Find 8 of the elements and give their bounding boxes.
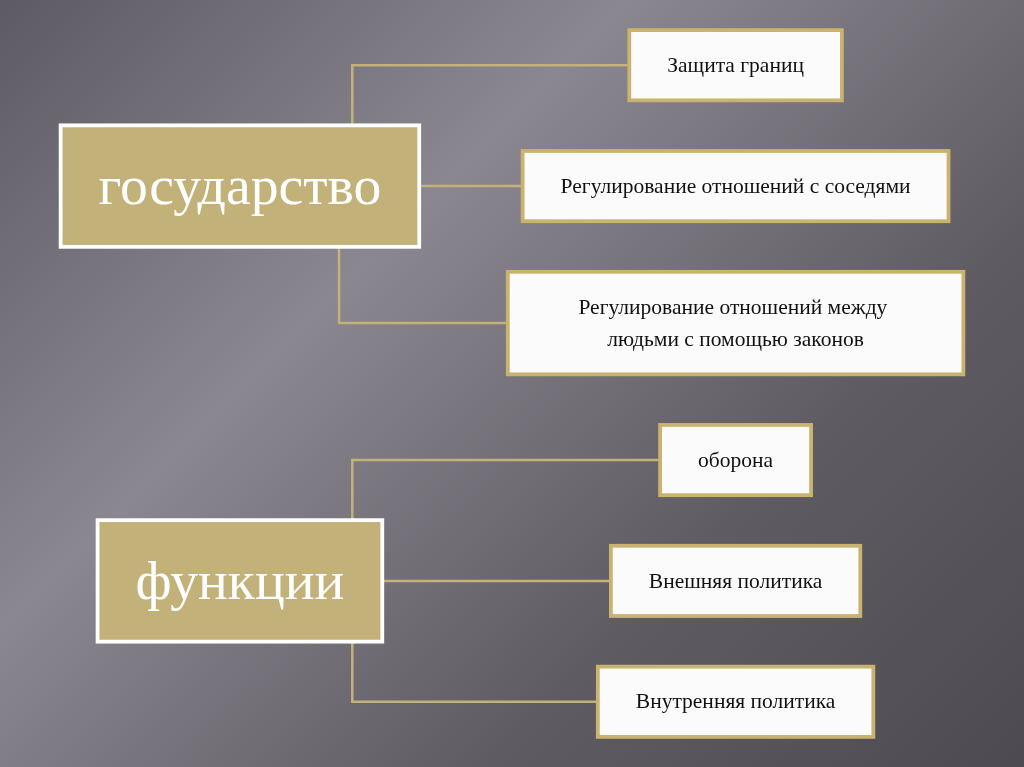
item-box: Защита границ (627, 28, 844, 103)
item-box: Внутренняя политика (595, 664, 876, 739)
item-box: Регулирование отношений с соседями (520, 149, 951, 224)
header-box: государство (58, 123, 422, 249)
item-box: Внешняя политика (609, 543, 863, 618)
item-box: оборона (658, 423, 813, 498)
item-box: Регулирование отношений между людьми с помощью законов (505, 269, 966, 377)
header-box: функции (95, 518, 385, 644)
